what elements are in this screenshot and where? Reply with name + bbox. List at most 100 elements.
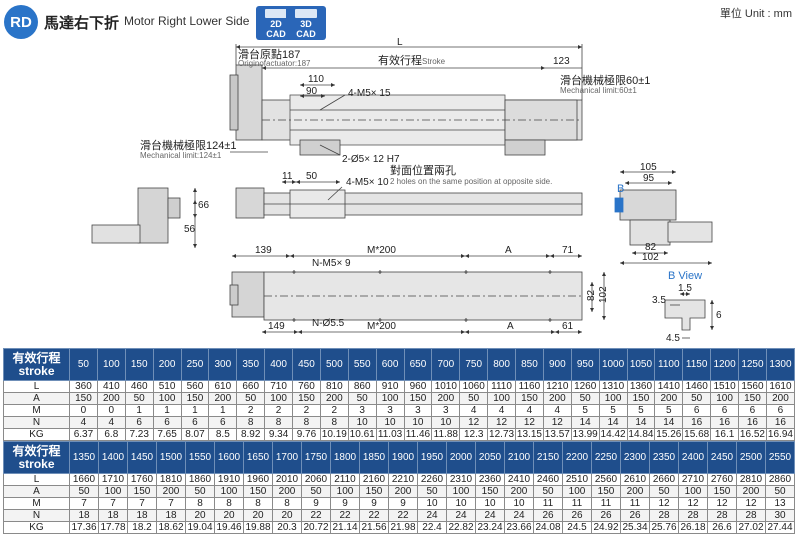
- table-cell: 6.8: [96, 428, 126, 441]
- table-cell: 50: [347, 392, 377, 405]
- table-cell: 12: [487, 416, 516, 429]
- table-cell: 20: [243, 509, 273, 522]
- table-cell: 50: [765, 485, 795, 498]
- stroke-value-header: 950: [570, 348, 600, 381]
- table-cell: 50: [417, 485, 447, 498]
- table-cell: 9: [388, 497, 418, 510]
- table-cell: 1760: [127, 473, 157, 486]
- table-cell: 2160: [359, 473, 389, 486]
- table-cell: 8.07: [180, 428, 210, 441]
- table-cell: 11: [533, 497, 563, 510]
- table-cell: 28: [678, 509, 708, 522]
- cad-3d-label: 3D: [300, 19, 312, 29]
- table-cell: 150: [591, 485, 621, 498]
- table-cell: 8: [272, 497, 302, 510]
- table-cell: 10: [475, 497, 505, 510]
- table-cell: 24: [417, 509, 447, 522]
- limit-124-label: 滑台機械極限124±1: [140, 138, 237, 152]
- table-cell: 20.72: [301, 521, 331, 534]
- table-cell: 2260: [417, 473, 447, 486]
- table-cell: 2: [236, 404, 266, 417]
- table-cell: 5: [570, 404, 600, 417]
- table-cell: 2: [264, 404, 293, 417]
- table-cell: 2560: [591, 473, 621, 486]
- table-cell: 6: [152, 416, 182, 429]
- table-cell: 20: [272, 509, 302, 522]
- stroke-value-header: 300: [208, 348, 238, 381]
- dim-66: 66: [198, 200, 210, 211]
- table-cell: 7: [98, 497, 128, 510]
- stroke-value-header: 2550: [765, 441, 795, 474]
- table-cell: 17.78: [98, 521, 128, 534]
- table-cell: 50: [185, 485, 215, 498]
- table-cell: 8: [185, 497, 215, 510]
- technical-drawing: L 滑台原點187 Originofactuator:187 有效行程 Stro…: [91, 37, 722, 344]
- table-cell: 18: [127, 509, 157, 522]
- stroke-value-header: 2200: [562, 441, 592, 474]
- table-cell: 3: [431, 404, 461, 417]
- table-cell: 150: [127, 485, 157, 498]
- table-cell: 12: [542, 416, 572, 429]
- table-cell: 150: [475, 485, 505, 498]
- table-cell: 2: [319, 404, 349, 417]
- table-cell: 150: [515, 392, 544, 405]
- table-cell: 8: [292, 416, 321, 429]
- cad-3d-button[interactable]: 3D CAD: [286, 6, 326, 40]
- table-cell: 4: [459, 404, 489, 417]
- table-cell: 23.24: [475, 521, 505, 534]
- table-cell: 8.92: [236, 428, 266, 441]
- row-label: N: [3, 416, 70, 429]
- view-b-marker: B: [617, 183, 624, 195]
- table-cell: 26: [562, 509, 592, 522]
- row-label: KG: [3, 428, 70, 441]
- dim-1-5: 1.5: [678, 283, 692, 294]
- table-cell: 810: [319, 380, 349, 393]
- table-cell: 19.04: [185, 521, 215, 534]
- table-cell: 100: [487, 392, 516, 405]
- table-cell: 22: [359, 509, 389, 522]
- table-cell: 21.14: [330, 521, 360, 534]
- dim-71: 71: [562, 245, 574, 256]
- table-cell: 960: [403, 380, 433, 393]
- table-cell: 50: [533, 485, 563, 498]
- table-cell: 50: [649, 485, 679, 498]
- table-cell: 13.99: [570, 428, 600, 441]
- row-label: L: [3, 380, 70, 393]
- table-cell: 1660: [69, 473, 99, 486]
- dim-50: 50: [306, 171, 318, 182]
- table-cell: 14.84: [626, 428, 656, 441]
- table-cell: 12: [707, 497, 737, 510]
- table-cell: 14: [598, 416, 628, 429]
- table-cell: 760: [292, 380, 321, 393]
- table-cell: 7.23: [124, 428, 154, 441]
- table-cell: 7: [127, 497, 157, 510]
- table-cell: 9.76: [292, 428, 321, 441]
- dim-139: 139: [255, 245, 272, 256]
- table-cell: 910: [375, 380, 405, 393]
- opposite-holes-label: 對面位置兩孔: [390, 163, 456, 177]
- table-cell: 1610: [765, 380, 796, 393]
- table-cell: 6: [765, 404, 796, 417]
- stroke-value-header: 700: [431, 348, 461, 381]
- dim-82-bottom: 82: [586, 289, 597, 301]
- table-cell: 150: [69, 392, 98, 405]
- dim-102-bottom: 102: [598, 286, 609, 303]
- stroke-value-header: 1850: [359, 441, 389, 474]
- stroke-value-header: 1950: [417, 441, 447, 474]
- dim-61: 61: [562, 321, 574, 332]
- dim-L: L: [397, 37, 403, 48]
- table-cell: 14: [654, 416, 684, 429]
- table-cell: 4: [487, 404, 516, 417]
- table-cell: 100: [562, 485, 592, 498]
- table-cell: 16.1: [710, 428, 739, 441]
- table-cell: 1960: [243, 473, 273, 486]
- table-cell: 1210: [542, 380, 572, 393]
- table-cell: 12: [515, 416, 544, 429]
- table-cell: 11: [620, 497, 650, 510]
- stroke-value-header: 1600: [214, 441, 244, 474]
- table-cell: 16.94: [765, 428, 796, 441]
